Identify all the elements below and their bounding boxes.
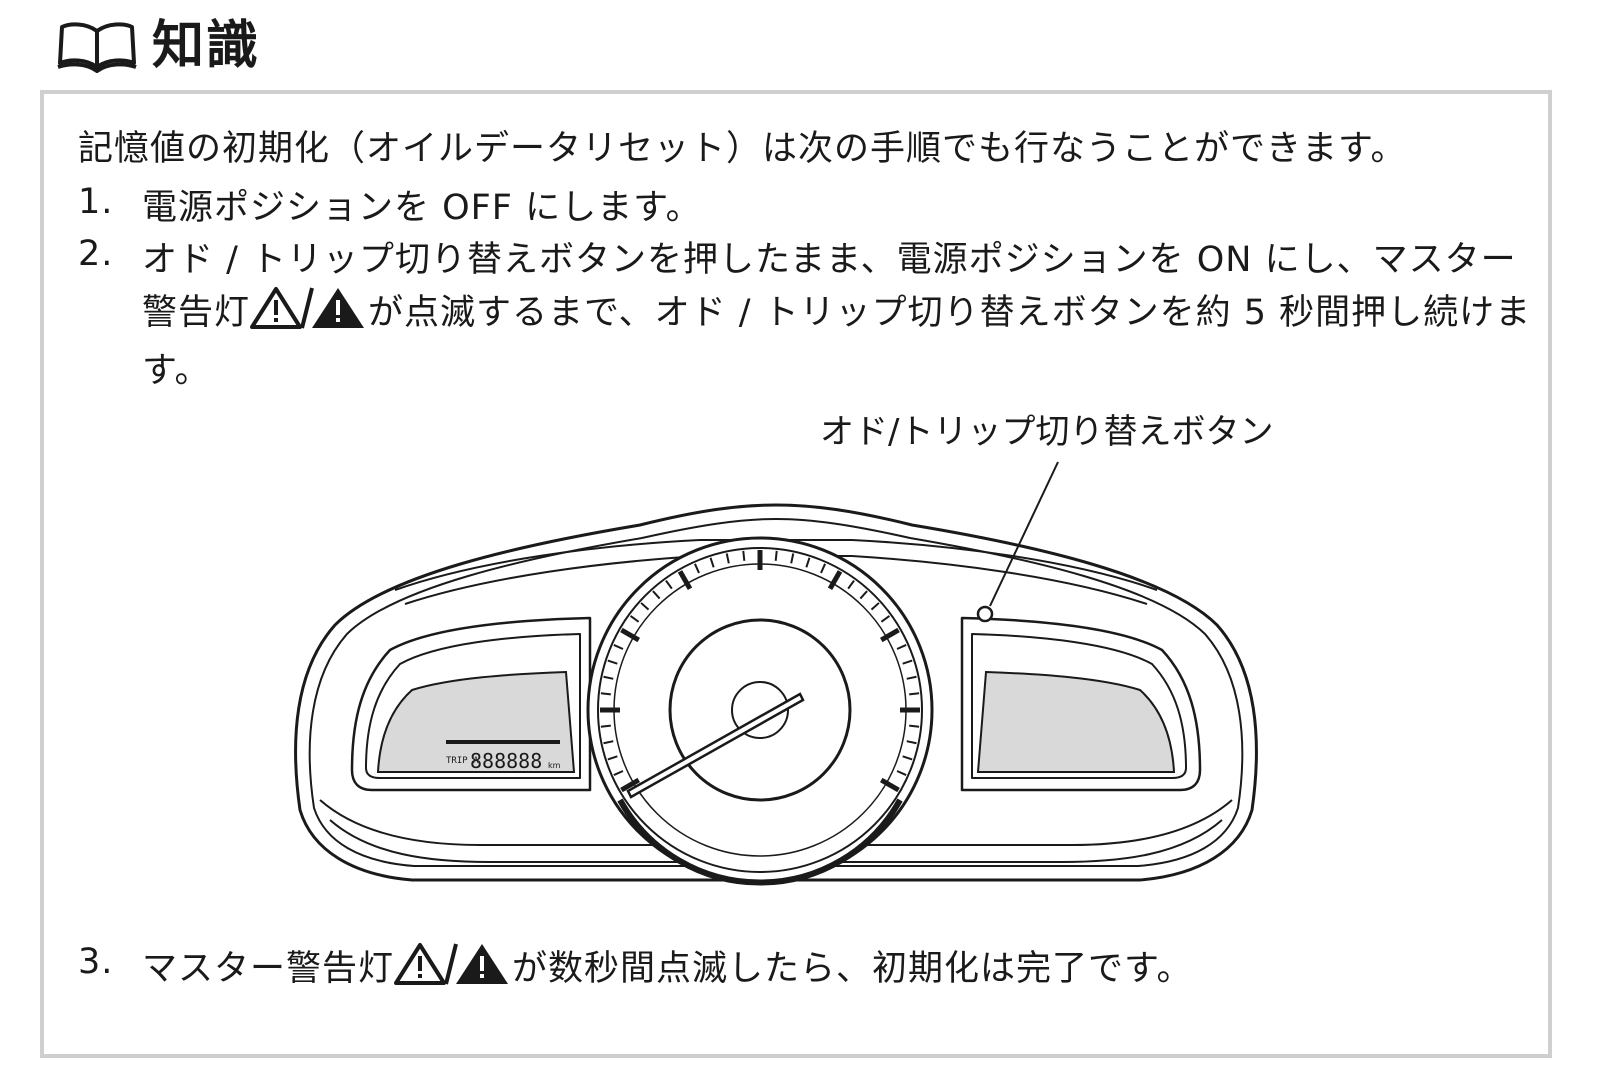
minor-tick (906, 675, 917, 680)
warning-outline-icon (250, 287, 303, 329)
major-tick (620, 777, 641, 793)
odo-trip-button-callout: オド/トリップ切り替えボタン (820, 412, 1274, 452)
minor-tick (820, 563, 826, 574)
lcd-digits: 888888 (470, 749, 542, 773)
intro-text: 記憶値の初期化（オイルデータリセット）は次の手順でも行なうことができます。 (78, 129, 1407, 169)
step-text-after: が数秒間点滅したら、初期化は完了です。 (512, 949, 1193, 989)
minor-tick (902, 659, 913, 665)
minor-tick (607, 755, 618, 761)
minor-tick (896, 644, 907, 650)
minor-tick (603, 675, 614, 680)
step-number: 3. (78, 942, 114, 982)
minor-tick (906, 740, 917, 745)
warning-filled-icon (312, 288, 365, 328)
step-text: 電源ポジションを OFF にします。 (142, 188, 702, 228)
major-tick (879, 777, 900, 793)
minor-tick (652, 590, 661, 600)
major-tick (620, 627, 641, 643)
minor-tick (613, 770, 624, 776)
step-text: マスター警告灯 が数秒間点滅したら、初期化は完了です。 (142, 942, 1542, 1001)
major-tick (827, 570, 843, 591)
step-number: 2. (78, 234, 114, 274)
lcd-unit: km (548, 761, 561, 770)
minor-tick (909, 724, 920, 728)
major-tick (879, 627, 900, 643)
minor-tick (859, 590, 868, 600)
open-book-icon (57, 22, 137, 73)
minor-tick (709, 557, 715, 568)
minor-tick (742, 550, 746, 561)
minor-tick (847, 579, 855, 590)
callout-leader-line (989, 461, 1059, 607)
major-tick (677, 570, 693, 591)
master-warning-symbols (250, 286, 368, 345)
minor-tick (725, 553, 730, 564)
step-number: 1. (78, 182, 114, 222)
minor-tick (603, 740, 614, 745)
minor-tick (640, 602, 650, 611)
step-text-after: が点滅するまで、オド / トリップ切り替えボタンを約 5 秒間押し続けます。 (142, 293, 1532, 391)
minor-tick (694, 563, 700, 574)
minor-tick (880, 615, 891, 623)
odo-trip-button[interactable] (976, 605, 994, 623)
section-title: 知識 (152, 16, 261, 76)
gauge-needle (626, 692, 805, 799)
step-text: オド / トリップ切り替えボタンを押したまま、電源ポジションを ON にし、マス… (142, 234, 1542, 397)
minor-tick (790, 553, 795, 564)
minor-tick (607, 659, 618, 665)
info-panel (40, 90, 1552, 1058)
minor-tick (613, 644, 624, 650)
minor-tick (629, 615, 640, 623)
minor-tick (805, 557, 811, 568)
minor-tick (600, 724, 611, 728)
lcd-trip-label: TRIP A (446, 756, 479, 766)
section-header: 知識 (56, 14, 260, 78)
step-text-before: マスター警告灯 (142, 949, 395, 989)
master-warning-symbols (394, 942, 512, 1001)
warning-outline-icon (394, 943, 447, 985)
minor-tick (600, 692, 611, 696)
minor-tick (870, 602, 880, 611)
step-text-before: オド / トリップ切り替えボタンを押したまま、電源ポジションを ON にし、マス… (142, 240, 1517, 333)
gauge-tick-marks (600, 550, 920, 793)
minor-tick (909, 692, 920, 696)
minor-tick (774, 550, 778, 561)
minor-tick (896, 770, 907, 776)
warning-filled-icon (456, 944, 509, 984)
minor-tick (665, 579, 673, 590)
minor-tick (902, 755, 913, 761)
